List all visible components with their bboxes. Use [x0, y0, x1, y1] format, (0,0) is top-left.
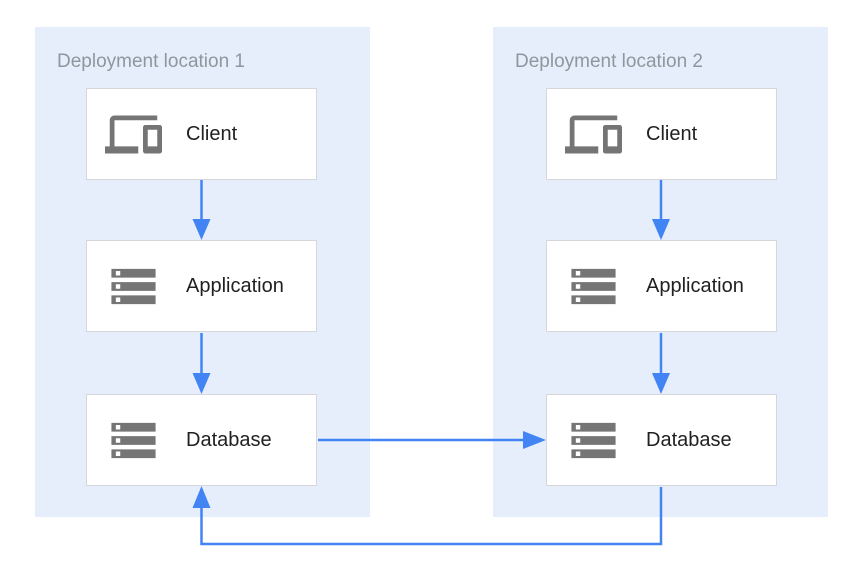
node-label: Client — [186, 122, 238, 145]
node-label: Application — [186, 274, 284, 297]
deployment-location-2-title: Deployment location 2 — [515, 51, 703, 72]
storage-icon — [565, 412, 622, 469]
storage-icon — [105, 258, 162, 315]
deployment-location-2-container: Deployment location 2 Client Application — [493, 27, 828, 517]
node-label: Database — [186, 428, 272, 451]
deployment-location-1-title: Deployment location 1 — [57, 51, 245, 72]
node-application-2: Application — [546, 240, 777, 332]
node-client-1: Client — [86, 88, 317, 180]
node-database-1: Database — [86, 394, 317, 486]
node-label: Client — [646, 122, 698, 145]
node-database-2: Database — [546, 394, 777, 486]
node-label: Database — [646, 428, 732, 451]
node-label: Application — [646, 274, 744, 297]
devices-icon — [565, 106, 622, 163]
deployment-location-1-container: Deployment location 1 Client Application — [35, 27, 370, 517]
storage-icon — [105, 412, 162, 469]
storage-icon — [565, 258, 622, 315]
devices-icon — [105, 106, 162, 163]
node-application-1: Application — [86, 240, 317, 332]
node-client-2: Client — [546, 88, 777, 180]
